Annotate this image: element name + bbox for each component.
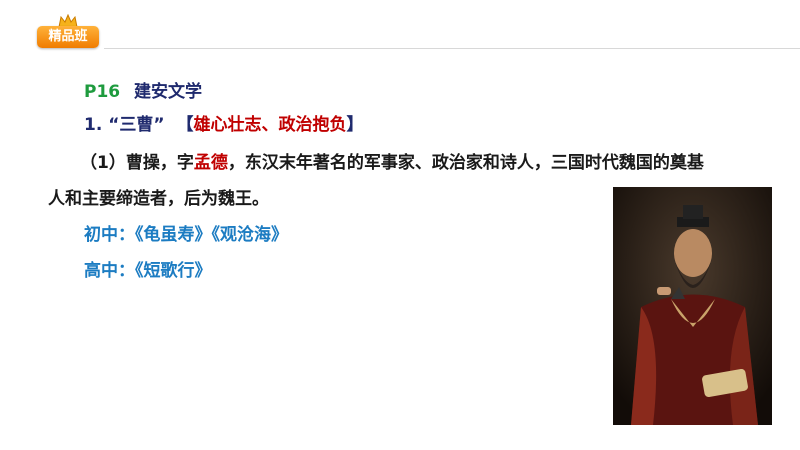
- crown-icon: [58, 14, 78, 28]
- bracket-close: 】: [346, 115, 364, 135]
- header-divider: [104, 48, 800, 49]
- badge-label: 精品班: [37, 26, 99, 48]
- section-keywords: 雄心壮志、政治抱负: [193, 115, 347, 135]
- junior-high-titles: 《龟虽寿》《观沧海》: [135, 225, 288, 245]
- senior-high-label: 高中：: [84, 261, 135, 281]
- course-badge: 精品班: [37, 14, 99, 48]
- paragraph-prefix: （1）曹操，字: [80, 153, 194, 173]
- section-name: “三曹”: [108, 115, 165, 135]
- senior-high-titles: 《短歌行》: [135, 261, 212, 281]
- page-heading: P16 建安文学: [84, 77, 202, 102]
- junior-high-works: 初中：《龟虽寿》《观沧海》: [84, 220, 288, 245]
- junior-high-label: 初中：: [84, 225, 135, 245]
- bracket-open: 【: [176, 115, 194, 135]
- section-heading: 1. “三曹” 【雄心壮志、政治抱负】: [84, 110, 364, 135]
- courtesy-name: 孟德: [193, 153, 228, 173]
- paragraph-line-1: （1）曹操，字孟德，东汉末年著名的军事家、政治家和诗人，三国时代魏国的奠基: [80, 148, 704, 173]
- page-number: P16: [84, 82, 121, 102]
- senior-high-works: 高中：《短歌行》: [84, 256, 212, 281]
- section-number: 1.: [84, 115, 103, 135]
- cao-cao-portrait: [613, 187, 772, 425]
- heading-title: 建安文学: [134, 82, 203, 102]
- paragraph-rest: ，东汉末年著名的军事家、政治家和诗人，三国时代魏国的奠基: [227, 153, 704, 173]
- paragraph-line-2: 人和主要缔造者，后为魏王。: [48, 189, 269, 209]
